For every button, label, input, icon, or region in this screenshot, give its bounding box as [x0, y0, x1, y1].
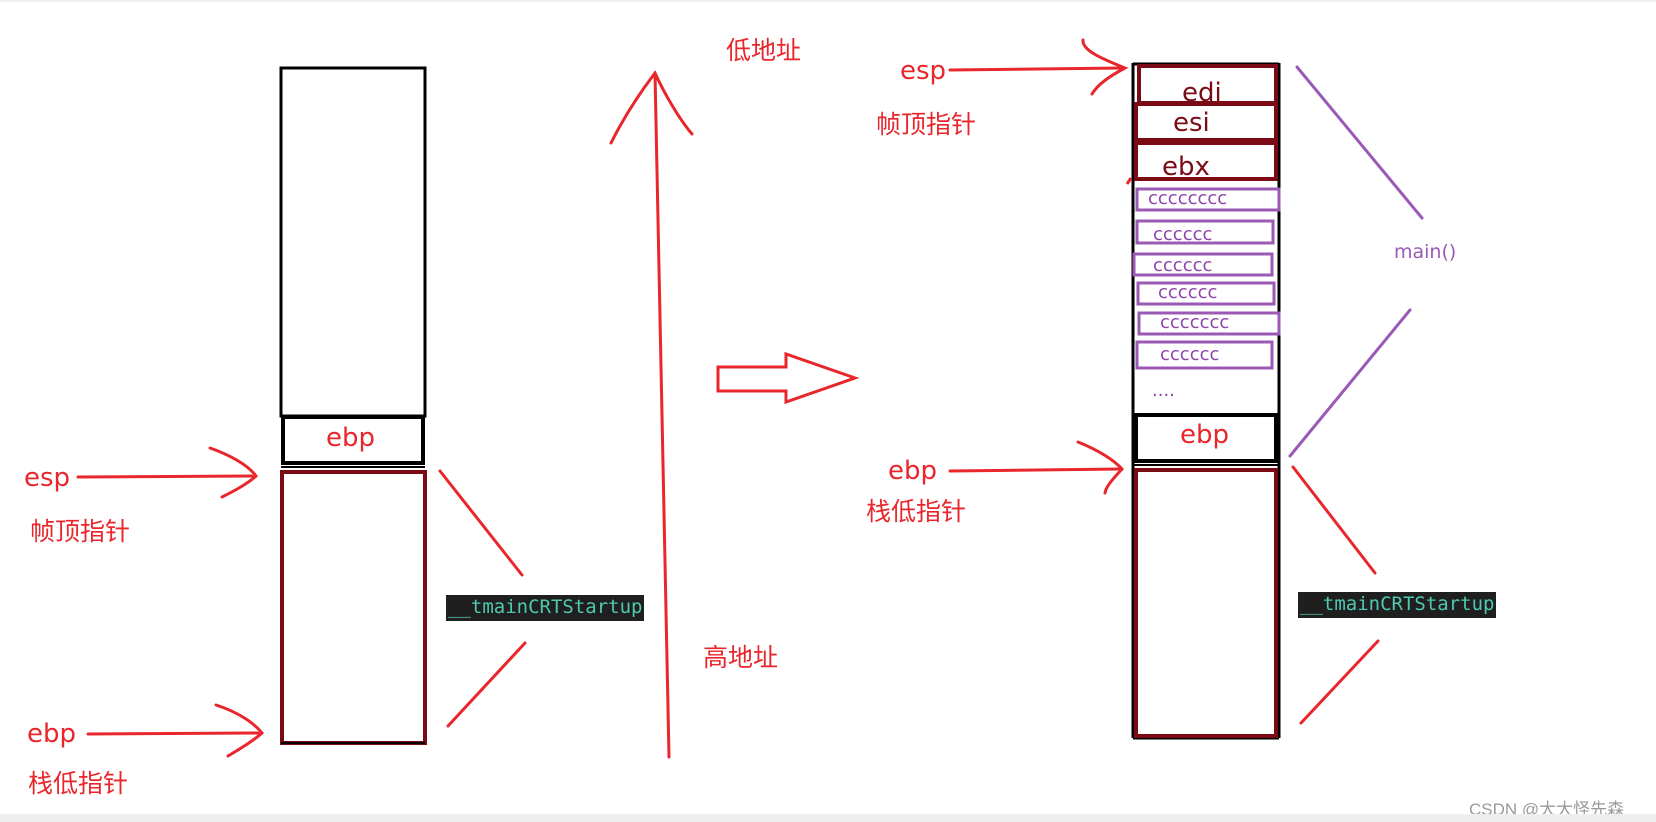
left-ebp-label: ebp [27, 719, 77, 749]
ebx-cell [1134, 141, 1278, 181]
left-stack [279, 66, 427, 745]
esi-cell [1134, 102, 1278, 142]
fill-cell-text: cccccc [1160, 344, 1220, 365]
right-ebp-cell [1134, 413, 1278, 463]
fill-cell [1137, 311, 1281, 336]
right-ebp-arrow [948, 440, 1125, 495]
fill-cell-text: cccccc [1153, 255, 1213, 276]
left-stack-bottom-pointer-label: 栈低指针 [28, 769, 129, 798]
right-ebp-label: ebp [888, 456, 938, 486]
left-ebp-cell-label: ebp [326, 423, 376, 453]
right-stack-bottom-pointer-label: 栈低指针 [866, 497, 967, 526]
fill-cell [1136, 281, 1276, 306]
bottom-strip [0, 814, 1656, 822]
edi-label: edi [1182, 78, 1222, 108]
fill-cell [1135, 340, 1274, 370]
left-esp-label: esp [24, 463, 71, 493]
left-frame-top-pointer-label: 帧顶指针 [30, 517, 131, 546]
right-esp-arrow [948, 38, 1129, 96]
ebx-label: ebx [1162, 152, 1210, 182]
fill-cell-text: cccccc [1153, 224, 1213, 245]
left-crt-bracket [438, 469, 527, 728]
left-crt-frame [280, 470, 427, 745]
fill-cell-text: ccccccc [1160, 312, 1230, 333]
low-address-label: 低地址 [726, 36, 802, 65]
left-ebp-arrow [86, 703, 265, 758]
left-stack-upper-block [279, 66, 427, 418]
fill-cell [1132, 252, 1274, 277]
fill-cell [1135, 187, 1281, 212]
right-esp-label: esp [900, 56, 947, 86]
fill-cell-text: cccccccc [1148, 188, 1228, 209]
fill-cell-text: cccccc [1158, 282, 1218, 303]
transition-arrow [716, 351, 860, 405]
high-address-label: 高地址 [703, 643, 779, 672]
right-crt-frame [1134, 468, 1278, 738]
address-direction-arrow [609, 70, 694, 759]
main-function-label: main() [1394, 241, 1457, 263]
ellipsis-label: .... [1152, 380, 1175, 401]
right-crt-startup-label: __tmainCRTStartup [1298, 592, 1497, 618]
fill-cell [1135, 219, 1275, 245]
left-crt-startup-label: __tmainCRTStartup [446, 595, 645, 621]
right-stack [1131, 62, 1281, 740]
right-ebp-cell-label: ebp [1180, 420, 1230, 450]
left-esp-arrow [76, 446, 259, 499]
right-crt-bracket [1291, 465, 1380, 725]
main-bracket [1288, 65, 1424, 458]
left-ebp-cell [281, 415, 425, 465]
right-frame-top-pointer-label: 帧顶指针 [876, 110, 977, 139]
esi-label: esi [1173, 108, 1210, 138]
